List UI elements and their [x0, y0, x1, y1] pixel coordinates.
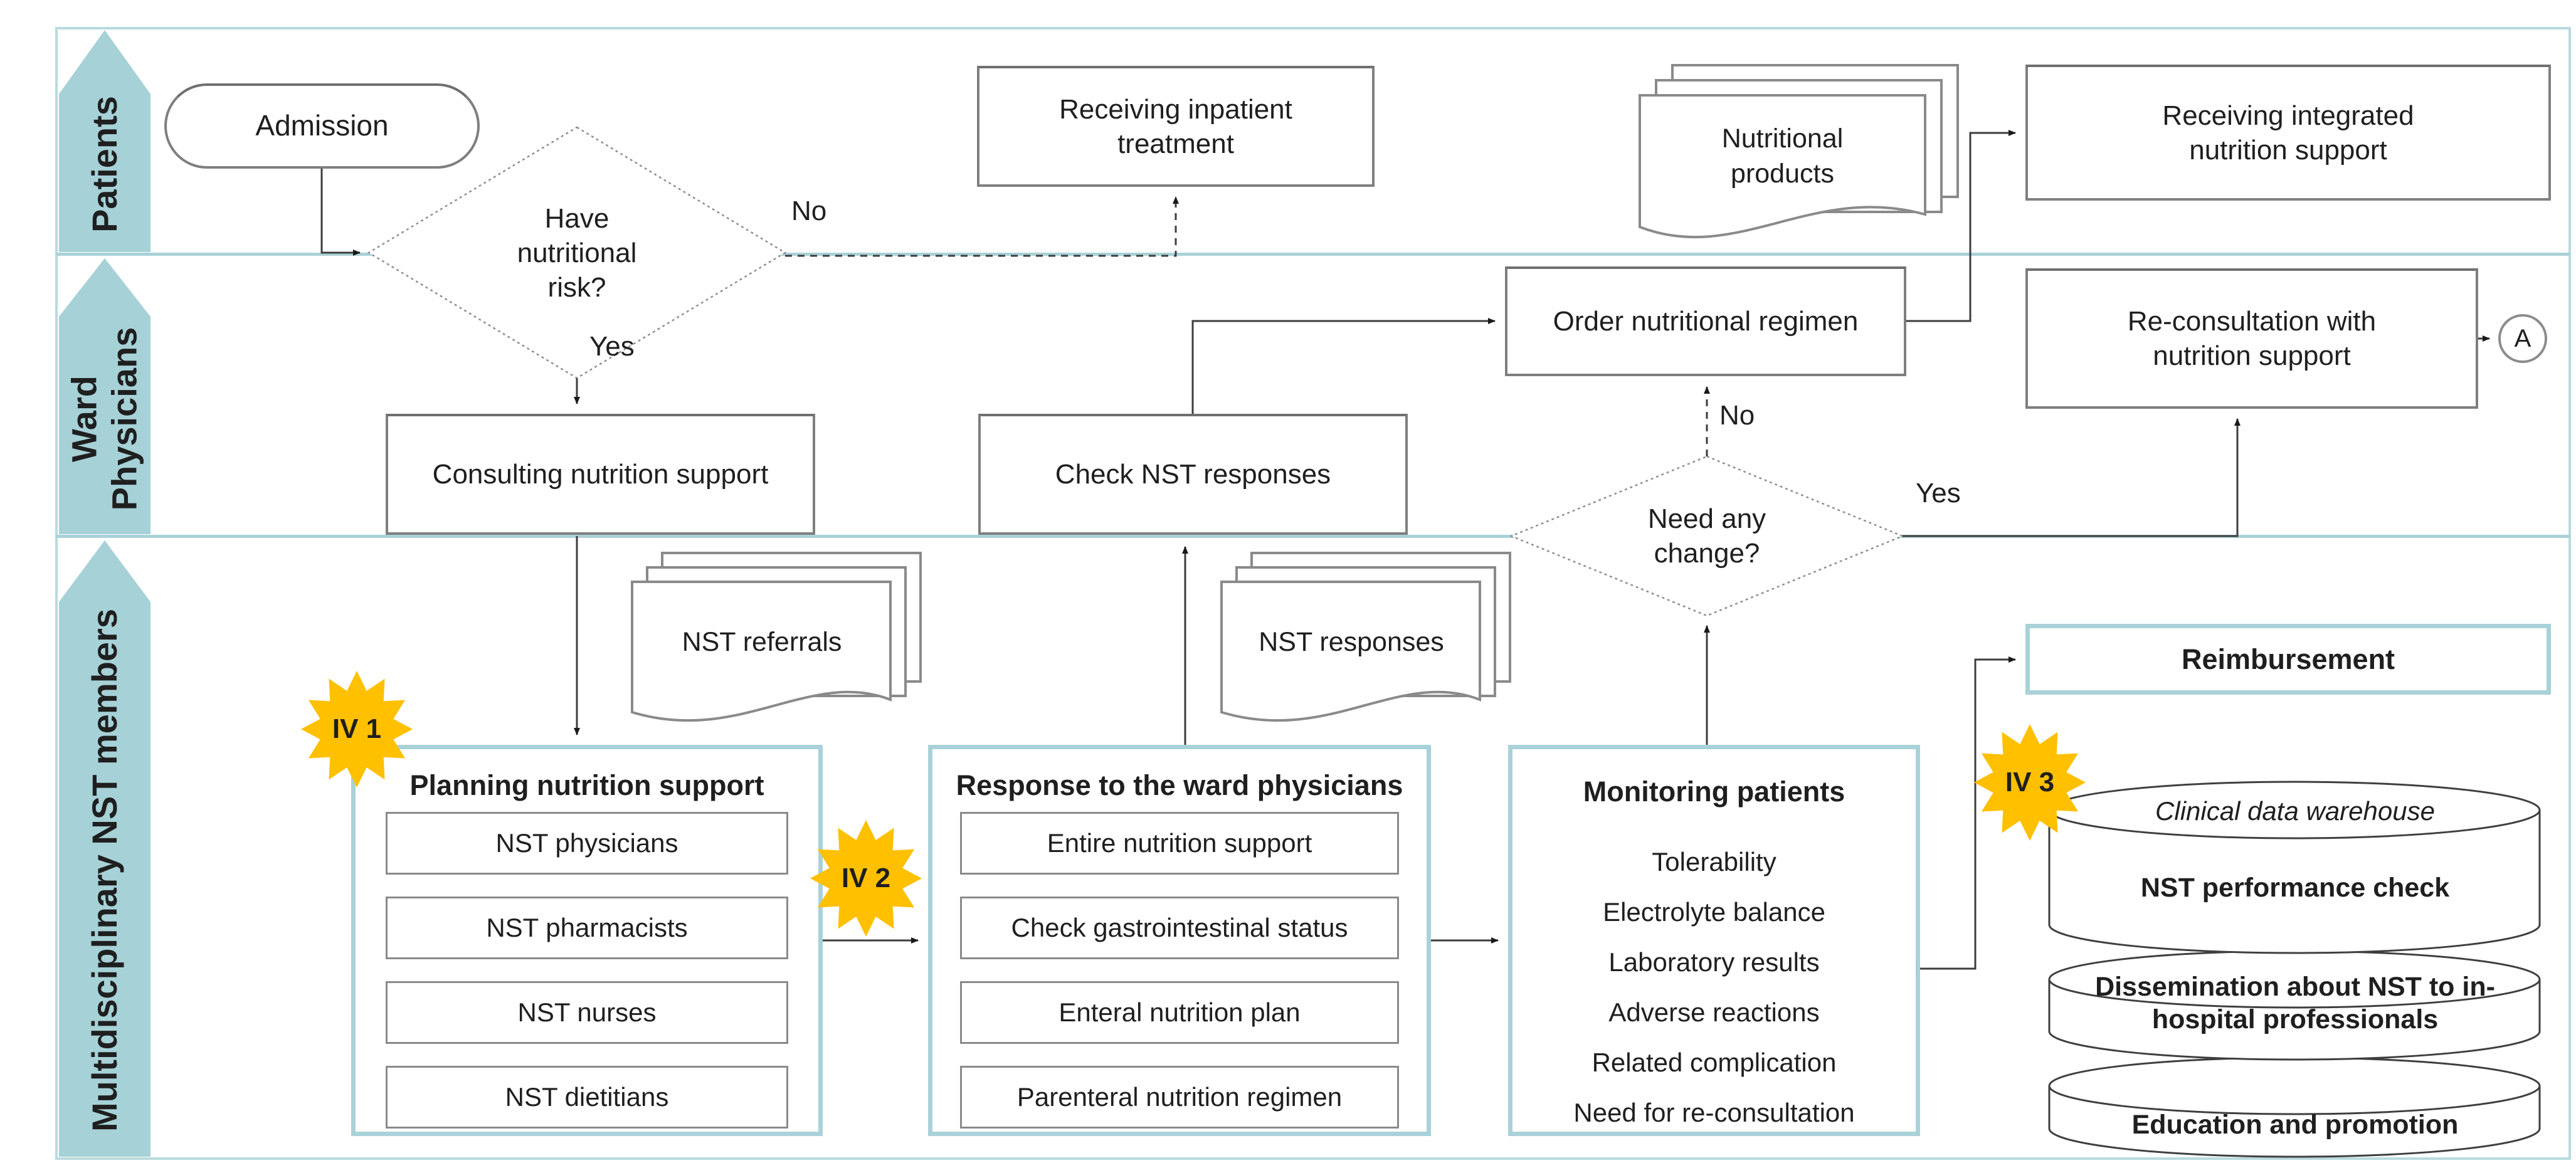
edge-order-to-integrated	[1906, 130, 2016, 322]
response-item-entire-support: Entire nutrition support	[960, 812, 1399, 875]
check-responses-node: Check NST responses	[978, 414, 1408, 535]
integrated-support-node: Receiving integrated nutrition support	[2025, 65, 2551, 201]
diagram-frame	[55, 27, 2571, 1160]
cylinder-performance-check	[2048, 781, 2541, 954]
planning-box: Planning nutrition support NST physician…	[351, 745, 823, 1136]
edge-monitoring-to-reimbursement	[1920, 656, 2016, 970]
order-regimen-label: Order nutritional regimen	[1553, 306, 1859, 337]
check-responses-label: Check NST responses	[1055, 459, 1331, 490]
edge-yes-change-to-reconsultation	[1903, 418, 2241, 537]
badge-iv1-label: IV 1	[332, 713, 382, 744]
order-regimen-node: Order nutritional regimen	[1505, 266, 1906, 376]
cylinder-dissemination	[2048, 950, 2541, 1061]
consulting-label: Consulting nutrition support	[432, 459, 769, 490]
reconsultation-label: Re-consultation with nutrition support	[2127, 306, 2377, 371]
monitoring-item-reconsultation: Need for re-consultation	[1573, 1098, 1855, 1127]
edge-no-risk-to-inpatient	[785, 196, 1179, 257]
lane-label-ward-physicians: Ward Physicians	[64, 327, 144, 511]
monitoring-item-electrolyte: Electrolyte balance	[1603, 897, 1825, 927]
edge-label-yes-risk: Yes	[589, 331, 635, 362]
change-decision-diamond	[1509, 455, 1905, 617]
lane-arrow-ward-physicians	[59, 258, 150, 534]
warehouse-education-label: Education and promotion	[2131, 1110, 2459, 1140]
warehouse-dissemination-label: Dissemination about NST to in-hospital p…	[2095, 972, 2495, 1035]
nst-responses-label: NST responses	[1259, 627, 1444, 658]
edge-label-no-risk: No	[791, 196, 827, 226]
reimbursement-box: Reimbursement	[2025, 624, 2551, 695]
badge-iv3-label: IV 3	[2005, 767, 2055, 797]
warehouse-performance-label: NST performance check	[2140, 873, 2450, 903]
connector-a: A	[2498, 314, 2547, 363]
edge-check-to-order	[1191, 318, 1496, 414]
inpatient-treatment-node: Receiving inpatient treatment	[977, 66, 1375, 187]
response-item-enteral-plan: Enteral nutrition plan	[960, 981, 1399, 1044]
response-box: Response to the ward physicians Entire n…	[928, 745, 1431, 1136]
lane-divider-ward-nst	[56, 535, 2570, 538]
nst-referrals-doc-stack	[631, 552, 922, 722]
inpatient-treatment-label: Receiving inpatient treatment	[1059, 93, 1292, 159]
badge-iv2-label: IV 2	[841, 863, 891, 893]
monitoring-item-complication: Related complication	[1592, 1048, 1837, 1077]
integrated-support-label: Receiving integrated nutrition support	[2162, 100, 2414, 166]
lane-arrow-patients	[59, 30, 150, 252]
lane-arrow-nst-members	[59, 540, 150, 1157]
nst-responses-doc-stack	[1220, 552, 1511, 722]
nst-referrals-label: NST referrals	[682, 627, 842, 658]
warehouse-title: Clinical data warehouse	[2155, 796, 2435, 826]
reconsultation-node: Re-consultation with nutrition support	[2025, 268, 2478, 409]
planning-item-nurses: NST nurses	[386, 981, 788, 1044]
monitoring-title: Monitoring patients	[1583, 776, 1845, 808]
admission-label: Admission	[255, 109, 389, 142]
admission-node: Admission	[164, 83, 480, 169]
connector-a-label: A	[2514, 324, 2531, 352]
planning-item-dietitians: NST dietitians	[386, 1066, 788, 1129]
monitoring-item-adverse: Adverse reactions	[1608, 997, 1820, 1027]
response-item-parenteral-regimen: Parenteral nutrition regimen	[960, 1066, 1399, 1129]
lane-label-nst-members: Multidisciplinary NST members	[84, 609, 124, 1132]
edge-label-yes-change: Yes	[1916, 478, 1961, 508]
planning-item-pharmacists: NST pharmacists	[386, 897, 788, 959]
consulting-node: Consulting nutrition support	[386, 414, 815, 535]
edge-label-no-change: No	[1719, 400, 1755, 431]
edge-admission-to-risk	[320, 167, 361, 256]
planning-title: Planning nutrition support	[409, 769, 764, 801]
response-item-gi-status: Check gastrointestinal status	[960, 897, 1399, 959]
risk-decision-text: Have nutritional risk?	[517, 203, 637, 303]
nutritional-products-label: Nutritional products	[1721, 124, 1844, 189]
reimbursement-label: Reimbursement	[2181, 643, 2395, 675]
nutritional-products-doc-stack	[1639, 64, 1959, 239]
change-decision-text: Need any change?	[1647, 503, 1766, 569]
monitoring-item-laboratory: Laboratory results	[1608, 947, 1820, 977]
monitoring-item-tolerability: Tolerability	[1652, 847, 1776, 876]
monitoring-box: Monitoring patients Tolerability Electro…	[1508, 745, 1920, 1136]
cylinder-education-promotion	[2048, 1056, 2541, 1158]
response-title: Response to the ward physicians	[956, 769, 1403, 801]
lane-divider-patients-ward	[56, 253, 2570, 256]
planning-item-physicians: NST physicians	[386, 812, 788, 875]
lane-label-patients: Patients	[84, 96, 124, 233]
